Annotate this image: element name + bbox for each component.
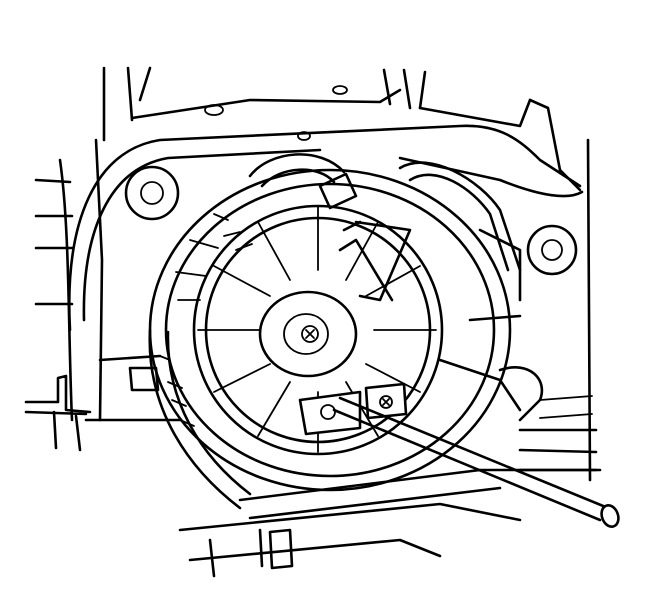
motor-bracket	[248, 153, 544, 422]
wire-connector	[298, 382, 620, 528]
hub-nut-icon	[301, 325, 319, 343]
mounting-boss-left	[124, 165, 180, 221]
top-hole-right	[332, 85, 348, 95]
wheel-hub	[258, 290, 358, 378]
cable-end	[600, 504, 620, 528]
top-hole-left	[204, 104, 224, 116]
mounting-hole-left-icon	[140, 181, 164, 205]
ground-screw-icon	[379, 395, 393, 409]
connector-screw-icon	[320, 404, 336, 420]
mounting-boss-right	[526, 224, 578, 276]
lower-frame	[178, 395, 602, 578]
blower-wheel	[192, 204, 444, 456]
connector-plate	[298, 390, 362, 436]
blower-cover-band	[68, 85, 584, 332]
mounting-hole-right-icon	[541, 239, 563, 261]
